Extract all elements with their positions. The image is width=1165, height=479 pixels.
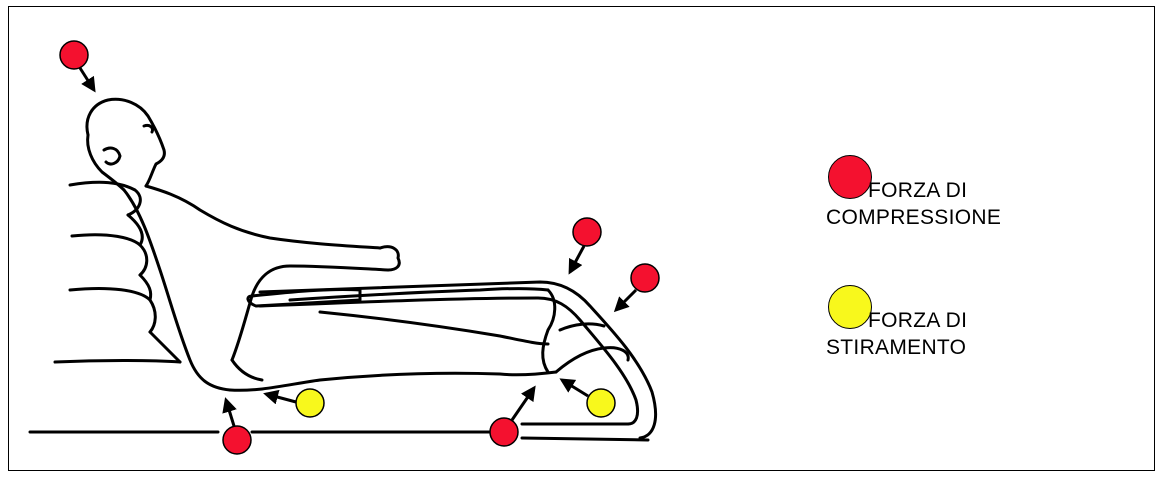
compression-marker xyxy=(570,218,601,272)
stretching-marker xyxy=(562,380,615,417)
legend-stretching-line1: FORZA DI xyxy=(868,307,967,334)
legend-stretching: FORZA DI STIRAMENTO xyxy=(828,285,967,361)
legend-compression: FORZA DI COMPRESSIONE xyxy=(828,155,1001,231)
compression-marker xyxy=(616,264,659,310)
red-circle-icon xyxy=(828,155,872,199)
yellow-circle-icon xyxy=(828,285,872,329)
stretching-marker xyxy=(266,389,324,417)
legend-stretching-line2: STIRAMENTO xyxy=(826,334,967,361)
compression-marker xyxy=(60,41,94,90)
legend-compression-line1: FORZA DI xyxy=(868,177,1001,204)
legend-stretching-label: FORZA DI STIRAMENTO xyxy=(868,307,967,361)
legend-compression-line2: COMPRESSIONE xyxy=(826,204,1001,231)
patient-head xyxy=(87,99,164,190)
legend-compression-label: FORZA DI COMPRESSIONE xyxy=(868,177,1001,231)
compression-marker xyxy=(223,400,251,454)
bed-base-line-far xyxy=(522,438,648,440)
